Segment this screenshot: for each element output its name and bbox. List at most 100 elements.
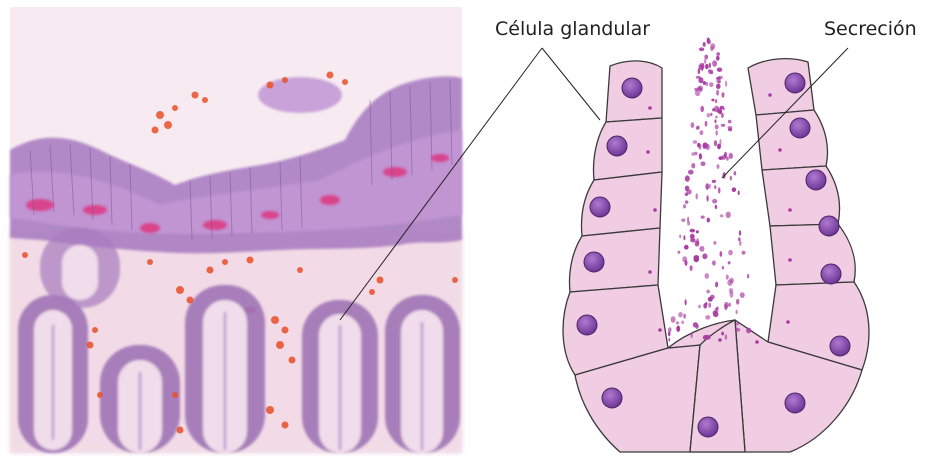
secretion-granule: [720, 214, 724, 217]
secretion-granule: [714, 241, 717, 245]
secretion-granule: [648, 106, 652, 110]
crypt: [40, 228, 120, 308]
secretion-granule: [690, 238, 696, 242]
secretion-granule: [722, 266, 724, 270]
secretion-granule: [709, 184, 711, 189]
secretion-granule: [704, 55, 708, 60]
nucleus: [602, 388, 622, 408]
secretion-granule: [715, 205, 717, 209]
secretion-granule: [699, 246, 704, 252]
secretion-granule: [691, 122, 695, 128]
secretion-granule: [712, 60, 717, 67]
secretion-granule: [676, 321, 679, 324]
secretion-granule: [718, 187, 721, 193]
secretion-granule: [681, 321, 684, 325]
secretion-granule: [699, 47, 704, 51]
secretion-granule: [693, 322, 698, 327]
secretion-granule: [668, 327, 672, 332]
secretion-granule: [688, 170, 694, 175]
secretion-granule: [736, 299, 739, 305]
secretion-granule: [697, 143, 700, 148]
secretion-granule: [705, 183, 709, 190]
secretion-granule: [701, 65, 703, 71]
secretion-granule: [741, 251, 745, 255]
nucleus: [584, 252, 604, 272]
nucleus: [819, 216, 839, 236]
secretion-granule: [747, 274, 749, 279]
secretion-granule: [668, 338, 670, 342]
secretion-granule: [768, 93, 772, 97]
secretion-granule: [708, 297, 713, 302]
secretion-granule: [706, 290, 710, 294]
secretion-granule: [738, 191, 740, 196]
secretion-granule: [740, 292, 745, 298]
secretion-granule: [715, 116, 718, 119]
secretion-granule: [691, 332, 693, 338]
secretion-granule: [648, 270, 652, 274]
secretion-granule: [687, 217, 689, 223]
secretion-granule: [739, 240, 742, 246]
secretion-granule: [698, 68, 701, 74]
nucleus: [830, 336, 850, 356]
nucleus: [577, 315, 597, 335]
secretion-granule: [716, 84, 721, 89]
secretion-granule: [736, 322, 739, 325]
nucleus: [607, 136, 627, 156]
secretion-granule: [786, 320, 790, 324]
secretion-granule: [708, 303, 711, 308]
secretion-granule: [700, 130, 704, 135]
secretion-granule: [736, 310, 738, 315]
label-secretion: Secreción: [824, 18, 917, 40]
secretion-granule: [724, 302, 729, 308]
secretion-granule: [705, 64, 709, 69]
secretion-granule: [718, 81, 721, 84]
label-glandular-cell: Célula glandular: [495, 18, 650, 40]
secretion-granule: [724, 152, 727, 158]
secretion-granule: [705, 302, 707, 305]
secretion-granule: [681, 219, 685, 222]
crypt: [100, 345, 180, 453]
glandular-cell: [570, 228, 661, 292]
secretion-granule: [728, 261, 731, 264]
secretion-granule: [720, 106, 724, 110]
secretion-granule: [691, 163, 695, 168]
secretion-granule: [715, 119, 717, 123]
nucleus: [785, 393, 805, 413]
secretion-granule: [728, 126, 733, 129]
secretion-granule: [678, 251, 681, 254]
secretion-granule: [716, 90, 719, 96]
secretion-granule: [685, 299, 687, 305]
secretion-granule: [730, 176, 732, 181]
secretion-granule: [714, 140, 717, 146]
secretion-granule: [703, 42, 706, 47]
secretion-granule: [707, 38, 710, 44]
secretion-granule: [697, 126, 700, 130]
secretion-granule: [711, 99, 714, 102]
secretion-granule: [685, 186, 689, 192]
secretion-granule: [717, 164, 720, 169]
nucleus: [790, 118, 810, 138]
nucleus: [785, 73, 805, 93]
secretion-granule: [710, 113, 712, 116]
nucleus: [622, 78, 642, 98]
secretion-granule: [690, 265, 693, 271]
secretion-granule: [788, 258, 792, 262]
secretion-granule: [729, 288, 733, 293]
secretion-granule: [720, 139, 722, 145]
secretion-granule: [671, 316, 676, 323]
secretion-granule: [685, 193, 688, 197]
secretion-granule: [715, 282, 718, 288]
secretion-granule: [720, 251, 723, 257]
secretion-granule: [709, 63, 711, 68]
nucleus: [590, 197, 610, 217]
secretion-granule: [755, 340, 759, 344]
crypt: [302, 300, 378, 453]
secretion-granule: [690, 229, 695, 233]
secretion-granule: [707, 113, 711, 117]
secretion-granule: [717, 68, 722, 72]
secretion-granule: [696, 193, 698, 199]
secretion-granule: [728, 250, 733, 256]
secretion-granule: [732, 187, 736, 192]
